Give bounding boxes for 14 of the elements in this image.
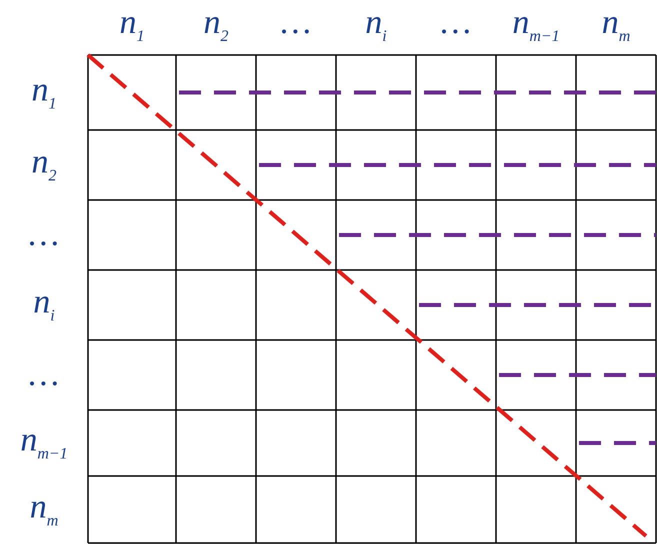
row-header: … bbox=[28, 218, 60, 252]
row-header: n$_{i}$ bbox=[33, 286, 55, 324]
column-header: n$_{1}$ bbox=[120, 6, 144, 45]
column-header: … bbox=[280, 6, 312, 40]
row-header: n$_{m}$ bbox=[30, 490, 58, 529]
column-header: … bbox=[440, 6, 472, 40]
column-header: n$_{m}$ bbox=[602, 6, 630, 45]
row-header: … bbox=[28, 358, 60, 392]
row-header: n$_{2}$ bbox=[32, 146, 56, 184]
row-header: n$_{1}$ bbox=[32, 73, 56, 112]
row-header: n$_{m−1}$ bbox=[20, 424, 68, 462]
column-header: n$_{2}$ bbox=[204, 6, 228, 45]
column-header: n$_{i}$ bbox=[365, 6, 387, 45]
column-header: n$_{m−1}$ bbox=[512, 6, 560, 45]
